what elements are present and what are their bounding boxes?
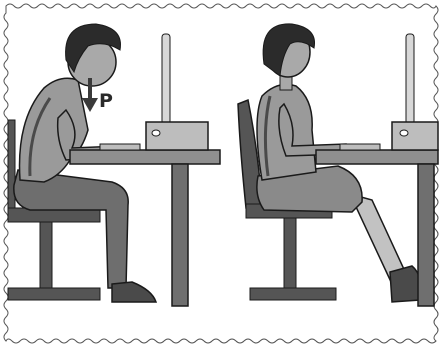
left-chair-back [8, 120, 15, 215]
right-desk-leg [418, 164, 434, 306]
right-monitor-knob [400, 130, 408, 136]
left-force-label: P [99, 90, 113, 112]
left-chair-base [8, 288, 100, 300]
left-keyboard [100, 144, 140, 150]
left-shoe [112, 282, 156, 302]
left-panel-bad-posture: P [8, 24, 220, 306]
left-desk-top [70, 150, 220, 164]
right-desk-top [316, 150, 438, 164]
left-chair-post [40, 222, 52, 290]
left-trousers [14, 170, 128, 288]
right-monitor-base [392, 122, 438, 150]
right-monitor-pole [406, 34, 414, 124]
right-chair-post [284, 218, 296, 288]
left-monitor-pole [162, 34, 170, 124]
right-shoe [390, 266, 421, 302]
left-monitor-knob [152, 130, 160, 136]
left-desk-leg [172, 164, 188, 306]
right-panel-good-posture [238, 24, 438, 306]
right-chair-base [250, 288, 336, 300]
right-keyboard [340, 144, 380, 150]
